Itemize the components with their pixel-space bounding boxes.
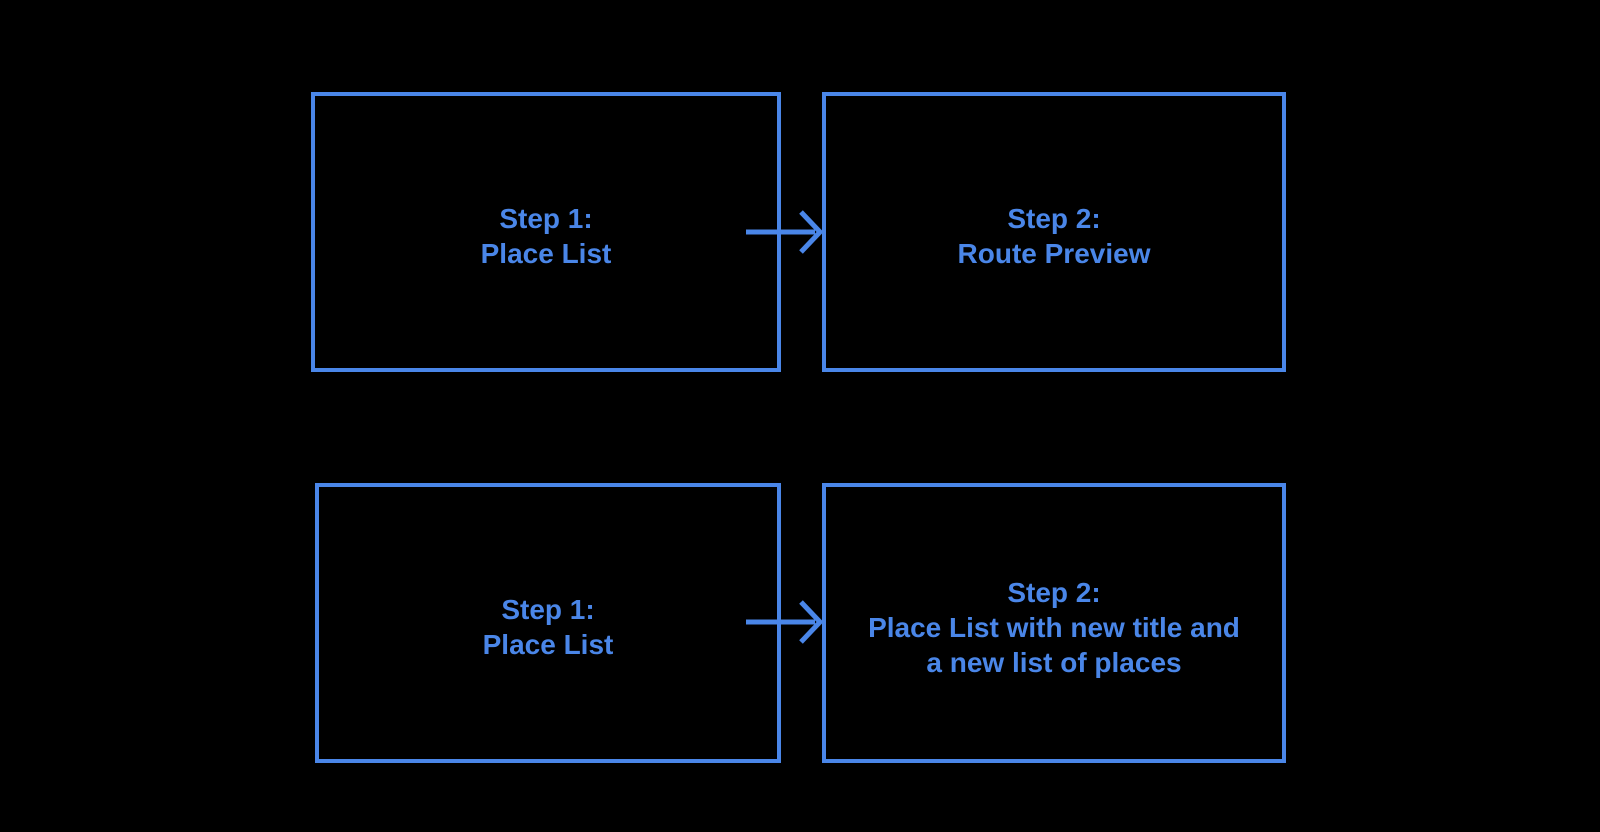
arrow-right-icon <box>746 210 823 254</box>
step-description: Place List <box>480 238 612 269</box>
box-step1-place-list: Step 1: Place List <box>311 92 781 372</box>
box-step2-route-preview: Step 2: Route Preview <box>822 92 1286 372</box>
step-label: Step 1: <box>499 203 593 234</box>
step-label: Step 2: <box>1007 203 1101 234</box>
step-label: Step 2: <box>1007 576 1101 608</box>
step-label: Step 1: <box>501 594 595 625</box>
box-step2-new-place-list: Step 2: Place List with new title and a … <box>822 483 1286 763</box>
box-step1-place-list-2: Step 1: Place List <box>315 483 781 763</box>
step-description-continued: a new list of places <box>926 646 1182 678</box>
step-description: Place List <box>482 629 614 660</box>
step-description: Place List with new title and <box>868 611 1240 643</box>
arrow-right-icon <box>746 600 823 644</box>
step-description: Route Preview <box>957 238 1151 269</box>
